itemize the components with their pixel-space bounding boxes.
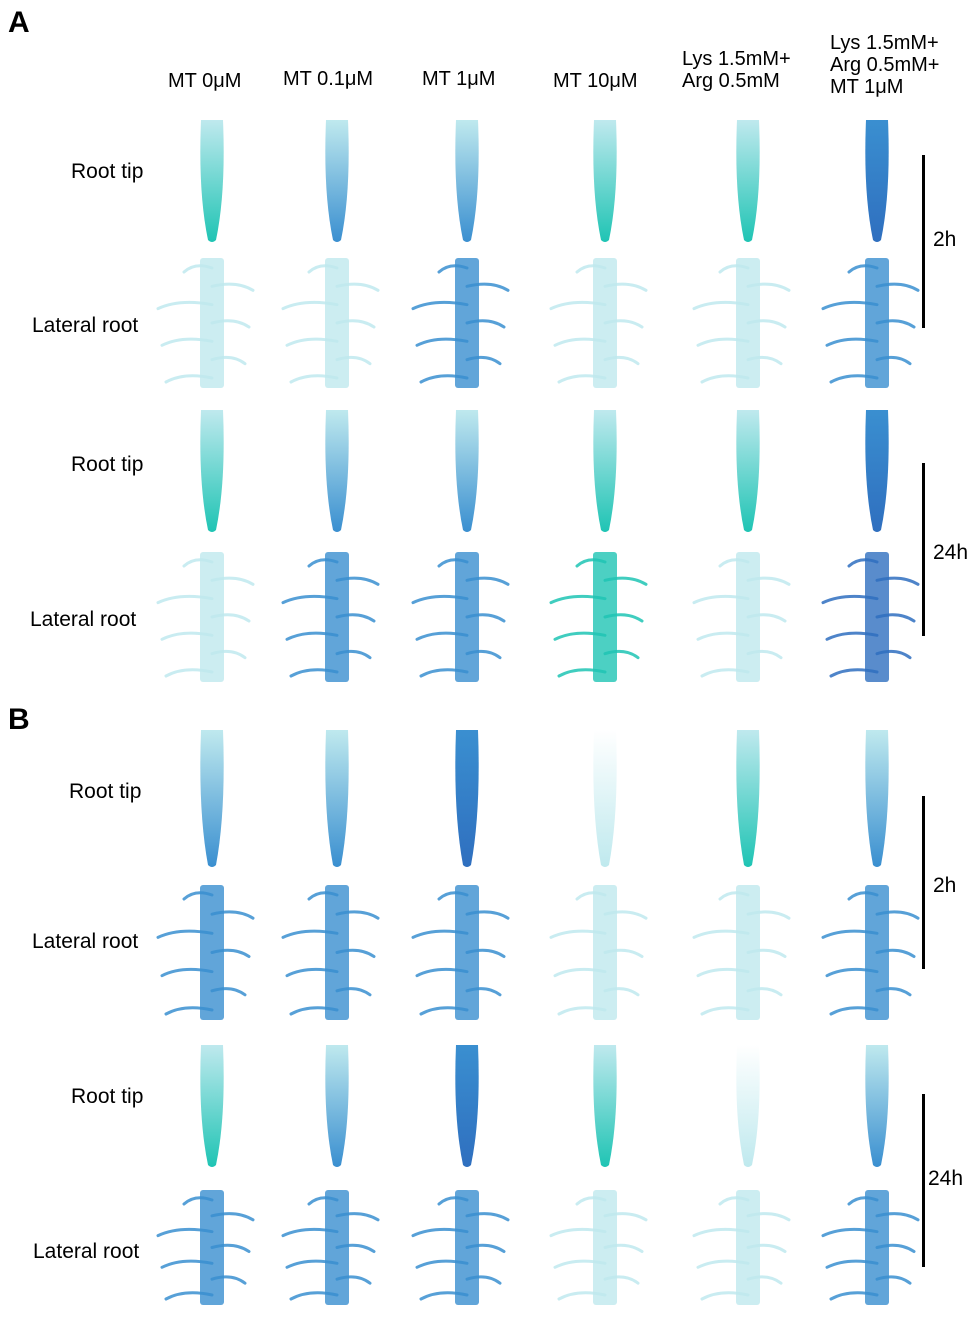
- root-tip-sample: [455, 120, 479, 242]
- lateral-root-sample: [281, 552, 380, 682]
- root-tip-sample: [200, 1045, 224, 1167]
- time-label-24h: 24h: [933, 541, 969, 564]
- root-tip-sample: [455, 410, 479, 532]
- panel-letter-a: A: [8, 6, 30, 39]
- lateral-root-sample: [549, 885, 648, 1020]
- lateral-root-sample: [411, 885, 510, 1020]
- time-label-2h: 2h: [933, 228, 957, 251]
- column-header-mt-1: MT 1μM: [422, 68, 496, 90]
- root-tip-sample: [325, 730, 349, 867]
- root-tip-sample: [455, 1045, 479, 1167]
- primary-root-segment: [325, 258, 349, 388]
- column-header-mt-0: MT 0μM: [168, 70, 242, 92]
- lateral-root-sample: [549, 1190, 648, 1305]
- lateral-root-sample: [549, 258, 648, 388]
- root-tip-sample: [325, 410, 349, 532]
- primary-root-segment: [593, 552, 617, 682]
- time-bracket-line: [922, 155, 925, 328]
- primary-root-segment: [200, 885, 224, 1020]
- root-tip-sample: [200, 730, 224, 867]
- lateral-root-sample: [411, 258, 510, 388]
- column-header-mt-10: MT 10μM: [553, 70, 638, 92]
- time-bracket-line: [922, 463, 925, 636]
- lateral-root-sample: [821, 258, 920, 388]
- time-label-24h: 24h: [928, 1167, 964, 1190]
- root-tip-sample: [593, 120, 617, 242]
- primary-root-segment: [455, 258, 479, 388]
- lateral-root-sample: [281, 1190, 380, 1305]
- primary-root-segment: [865, 1190, 889, 1305]
- lateral-root-sample: [821, 885, 920, 1020]
- row-label-root-tip: Root tip: [71, 1085, 144, 1108]
- time-label-2h: 2h: [933, 874, 957, 897]
- row-label-root-tip: Root tip: [71, 453, 144, 476]
- row-label-lateral-root: Lateral root: [32, 314, 139, 337]
- primary-root-segment: [865, 552, 889, 682]
- primary-root-segment: [455, 885, 479, 1020]
- root-tip-sample: [455, 730, 479, 867]
- root-tip-sample: [736, 730, 760, 867]
- lateral-root-sample: [281, 885, 380, 1020]
- lateral-root-sample: [411, 552, 510, 682]
- root-tip-sample: [200, 120, 224, 242]
- lateral-root-sample: [411, 1190, 510, 1305]
- primary-root-segment: [200, 552, 224, 682]
- primary-root-segment: [736, 552, 760, 682]
- lateral-root-sample: [281, 258, 380, 388]
- root-tip-sample: [736, 1045, 760, 1167]
- lateral-root-sample: [692, 258, 791, 388]
- primary-root-segment: [325, 885, 349, 1020]
- primary-root-segment: [455, 552, 479, 682]
- column-header-lys-arg-mt: Lys 1.5mM+ Arg 0.5mM+ MT 1μM: [830, 32, 940, 98]
- lateral-root-sample: [549, 552, 648, 682]
- primary-root-segment: [593, 1190, 617, 1305]
- lateral-root-sample: [156, 552, 255, 682]
- primary-root-segment: [865, 258, 889, 388]
- root-tip-sample: [736, 120, 760, 242]
- root-tip-sample: [865, 120, 889, 242]
- column-header-lys-arg: Lys 1.5mM+ Arg 0.5mM: [682, 48, 791, 92]
- column-header-mt-0-1: MT 0.1μM: [283, 68, 374, 90]
- lateral-root-sample: [156, 1190, 255, 1305]
- time-bracket-line: [922, 1094, 925, 1267]
- lateral-root-sample: [156, 885, 255, 1020]
- root-tip-sample: [865, 410, 889, 532]
- primary-root-segment: [865, 885, 889, 1020]
- root-tip-sample: [200, 410, 224, 532]
- lateral-root-sample: [821, 1190, 920, 1305]
- lateral-root-sample: [692, 1190, 791, 1305]
- panel-letter-b: B: [8, 703, 30, 736]
- root-tip-sample: [593, 1045, 617, 1167]
- row-label-lateral-root: Lateral root: [32, 930, 139, 953]
- row-label-lateral-root: Lateral root: [33, 1240, 140, 1263]
- primary-root-segment: [200, 258, 224, 388]
- lateral-root-sample: [692, 552, 791, 682]
- row-label-lateral-root: Lateral root: [30, 608, 137, 631]
- root-tip-sample: [736, 410, 760, 532]
- lateral-root-sample: [692, 885, 791, 1020]
- root-tip-sample: [865, 1045, 889, 1167]
- primary-root-segment: [736, 885, 760, 1020]
- primary-root-segment: [593, 258, 617, 388]
- primary-root-segment: [200, 1190, 224, 1305]
- row-label-root-tip: Root tip: [69, 780, 142, 803]
- root-tip-sample: [593, 410, 617, 532]
- row-label-root-tip: Root tip: [71, 160, 144, 183]
- root-tip-sample: [865, 730, 889, 867]
- root-tip-sample: [325, 120, 349, 242]
- primary-root-segment: [736, 1190, 760, 1305]
- primary-root-segment: [325, 552, 349, 682]
- lateral-root-sample: [821, 552, 920, 682]
- root-tip-sample: [325, 1045, 349, 1167]
- lateral-root-sample: [156, 258, 255, 388]
- time-bracket-line: [922, 796, 925, 969]
- primary-root-segment: [736, 258, 760, 388]
- root-tip-sample: [593, 730, 617, 867]
- primary-root-segment: [455, 1190, 479, 1305]
- primary-root-segment: [593, 885, 617, 1020]
- primary-root-segment: [325, 1190, 349, 1305]
